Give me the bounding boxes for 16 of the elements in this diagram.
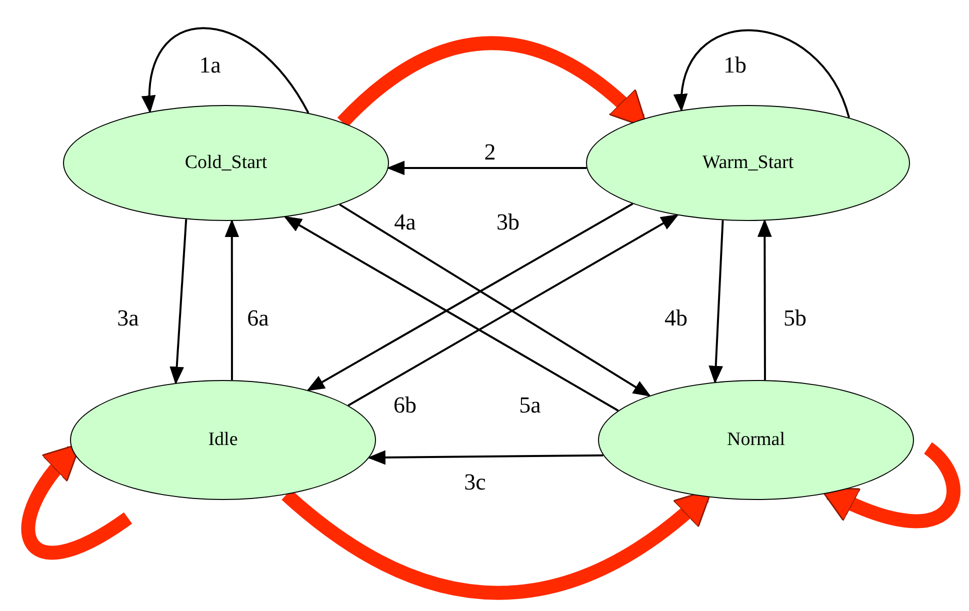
transition-arrow [339,204,652,397]
transition-arrow [757,218,772,380]
transition-arrow [224,219,240,380]
transition-arrow [367,450,604,465]
transition-arrow [284,216,619,412]
state-label: Idle [208,429,238,451]
state-label: Cold_Start [184,152,268,174]
state-label: Normal [726,429,786,451]
self-loop-arrow [142,27,310,114]
transition-arrow [348,214,679,406]
transition-arrow [306,202,634,392]
transition-arrow [708,220,724,384]
state-label: Warm_Start [702,152,794,174]
transition-arrow [386,160,587,176]
transition-arrow [170,219,188,385]
self-loop-arrow [675,29,850,118]
